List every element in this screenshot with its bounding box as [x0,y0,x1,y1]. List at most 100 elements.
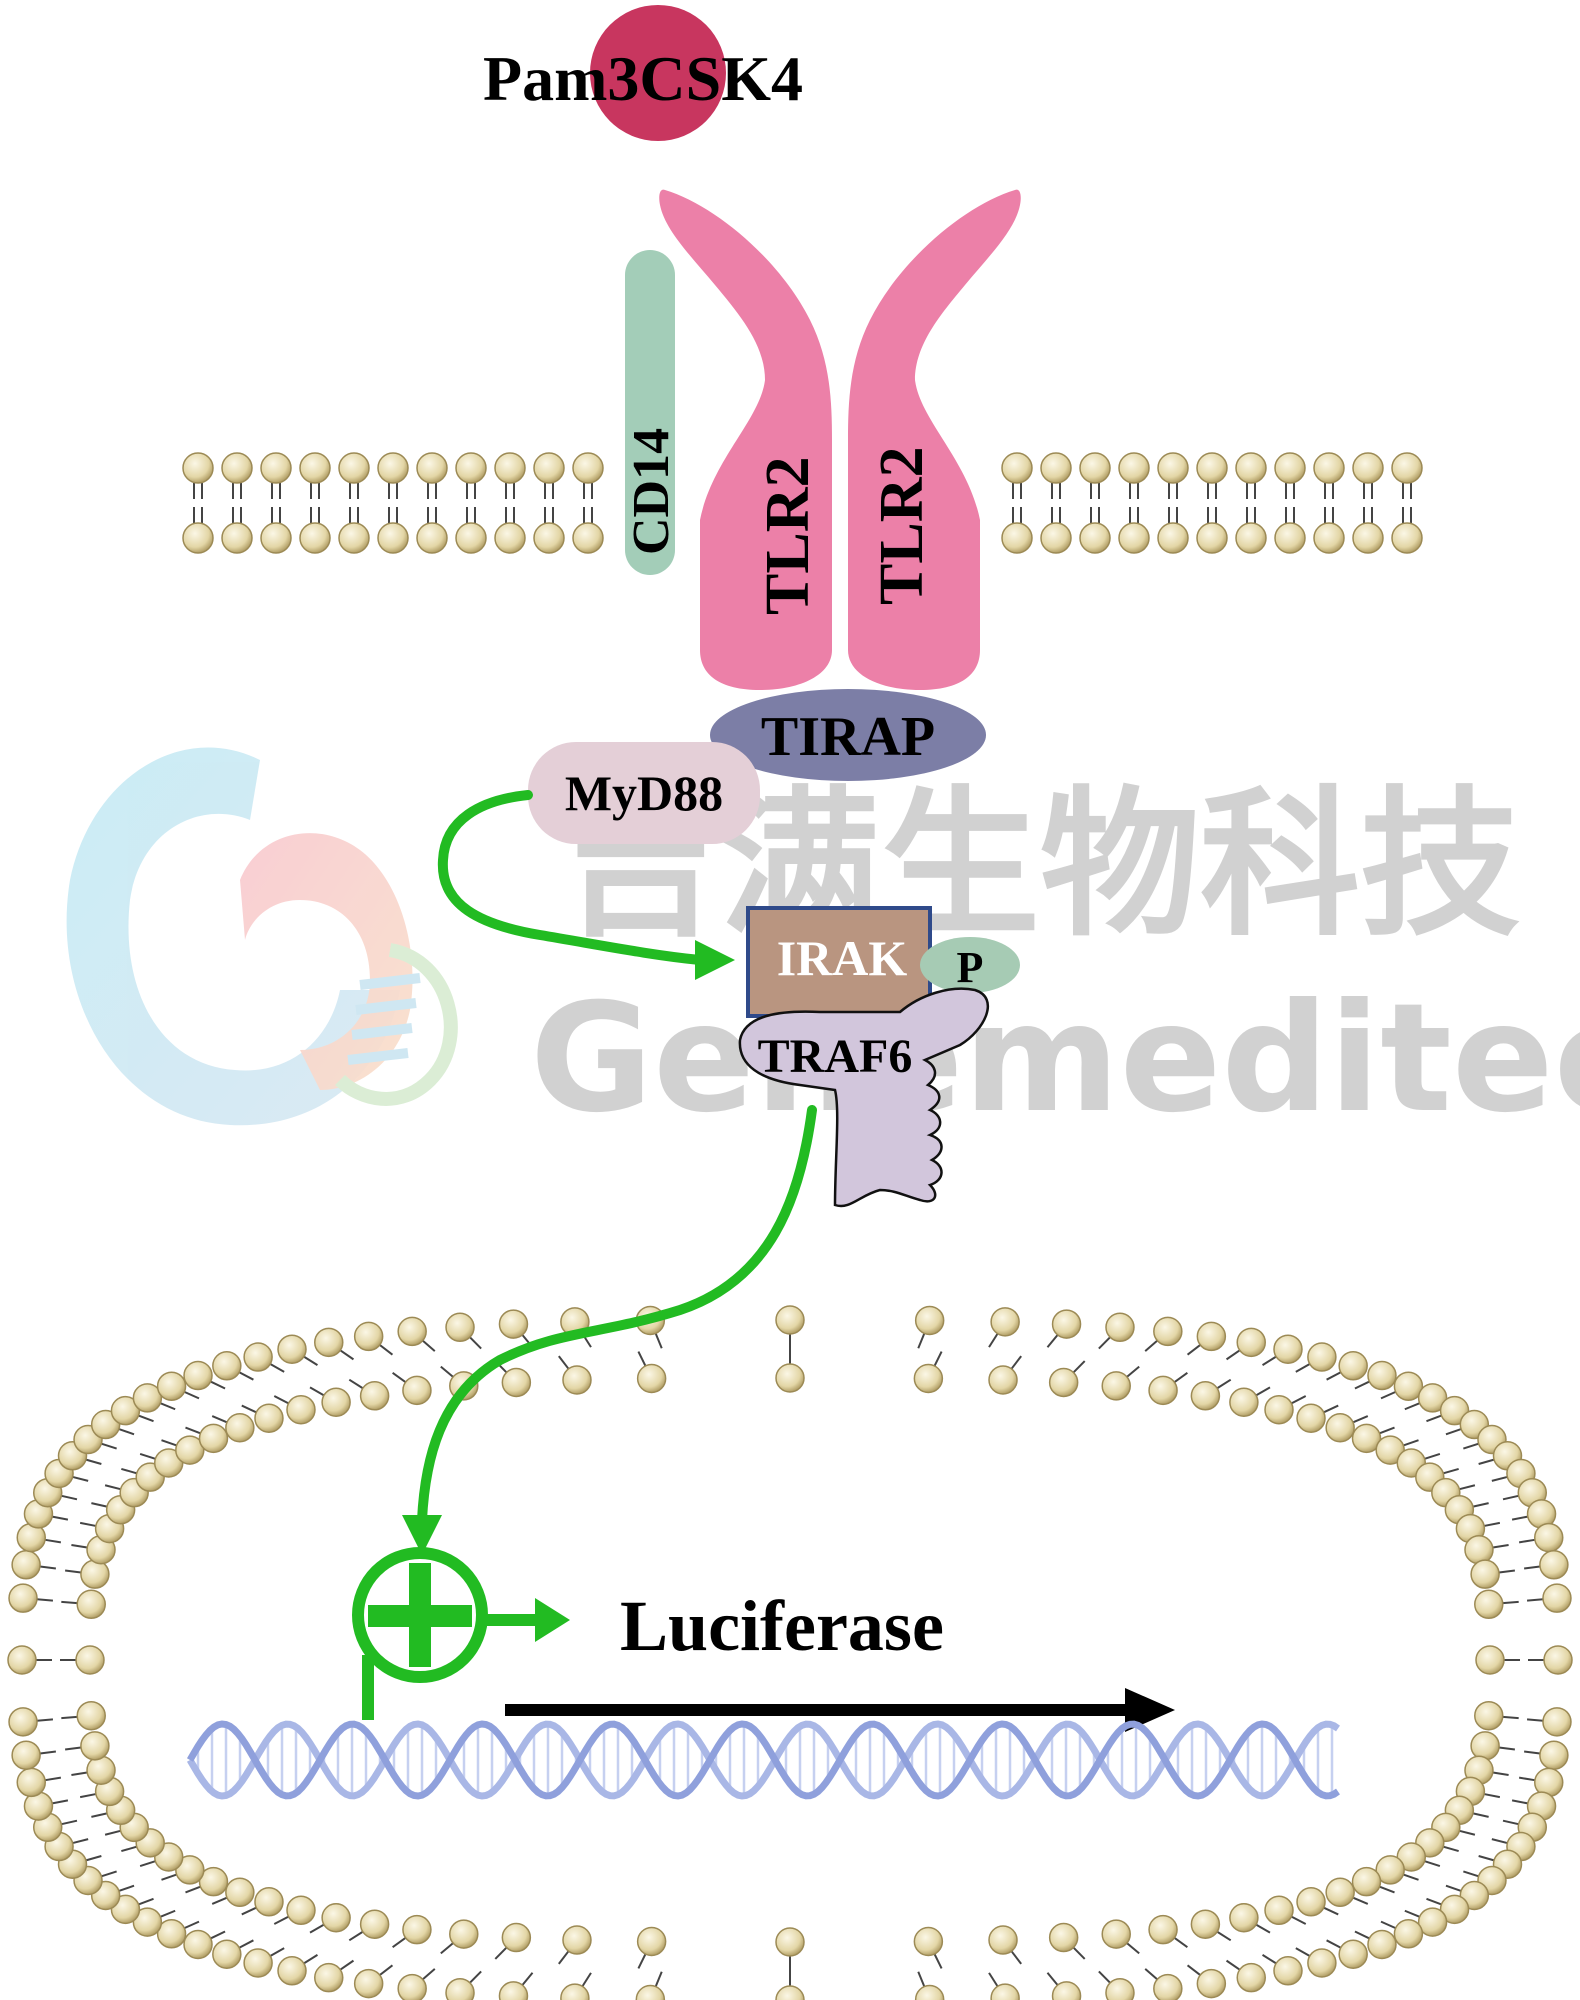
lipid-tail [1291,1395,1307,1405]
lipid-head [988,1925,1018,1955]
lipid-head [16,1767,47,1798]
lipid-tail [1424,1860,1441,1868]
lipid-tail [79,1793,97,1799]
lipid-tail [1352,1896,1369,1905]
cd14-receptor [625,250,675,575]
lipid-tail [309,1386,325,1397]
lipid-tail [44,1538,62,1544]
lipid-head [1313,522,1345,554]
lipid-tail [273,1395,289,1405]
lipid-tail [139,1860,156,1868]
lipid-tail [1404,1909,1421,1918]
lipid-head [314,1962,344,1993]
lipid-head [156,1919,187,1949]
lipid-tail [1483,1793,1501,1799]
lipid-tail [211,1415,228,1424]
lipid-tail [1518,1538,1536,1544]
lipid-tail [1424,1452,1441,1460]
lipid-tail [988,1333,999,1348]
lipid-head [1352,522,1384,554]
lipid-tail [1483,1521,1501,1527]
lipid-head [913,1363,944,1394]
lipid-head [86,1755,116,1785]
lipid-head [198,1866,229,1897]
lipid-head [8,1707,38,1737]
lipid-head [1296,1887,1326,1917]
lipid-head [533,522,565,554]
lipid-tail [1380,1920,1397,1930]
lipid-tail [101,1870,117,1878]
dna-helix [186,1720,1340,1800]
lipid-head [636,1363,667,1394]
lipid-head [1393,1919,1424,1949]
lipid-head [1229,1903,1259,1933]
promoter-right-arrow-icon [484,1598,570,1642]
lipid-head [299,522,331,554]
lipid-tail [1225,1349,1241,1361]
lipid-tail [917,1971,926,1987]
lipid-head [7,1645,37,1675]
phosphorylation-badge [920,937,1020,993]
lipid-tail [1502,1494,1519,1501]
irak-label: IRAK [777,930,908,986]
myd88-arrowhead-icon [695,940,735,980]
lipid-head [132,1907,163,1937]
lipid-head [225,1412,255,1443]
lipid-tail [161,1873,177,1881]
lipid-tail [1072,1360,1086,1374]
lipid-tail [1295,1947,1311,1957]
tlr2-label-right: TLR2 [868,447,936,605]
lipid-tail [1098,1970,1111,1984]
lipid-tail [1098,1336,1111,1350]
lipid-head [80,1559,110,1589]
lipid-head [1001,522,1033,554]
pam3csk4-label: Pam3CSK4 [483,43,803,114]
traf6-protein [738,987,989,1208]
lipid-tail [1186,1344,1201,1356]
lipid-tail [494,1946,508,1960]
lipid-head [501,1922,532,1953]
lipid-head [913,1926,944,1957]
lipid-head [212,1351,242,1381]
lipid-head [277,1334,307,1364]
lipid-tail [1502,1715,1519,1720]
lipid-head [775,1927,805,1957]
lipid-head [1101,1371,1131,1401]
lipid-tail [1498,1746,1515,1751]
lipid-head [1352,452,1384,484]
plus-circle-icon [352,1547,488,1683]
lipid-tail [52,1799,69,1805]
lipid-tail [637,1953,647,1969]
lipid-tail [1323,1404,1339,1414]
lipid-tail [339,1349,355,1361]
lipid-head [1079,522,1111,554]
lipid-head [636,1926,667,1957]
lipid-head [533,452,565,484]
lipid-tail [392,1371,407,1383]
lipid-tail [1216,1930,1232,1942]
lipid-tail [159,1909,176,1918]
tirap-adaptor [710,689,986,781]
lipid-tail [210,1380,226,1390]
lipid-head [1274,522,1306,554]
lipid-head [1543,1645,1573,1675]
lipid-tail [159,1402,176,1411]
lipid-tail [637,1351,647,1367]
lipid-head [455,452,487,484]
lipid-tail [1472,1502,1489,1508]
lipid-head [1307,1948,1337,1978]
lipid-head [1148,1375,1178,1406]
traf6-label: TRAF6 [758,1030,913,1083]
lipid-head [80,1731,110,1761]
lipid-tail [1445,1884,1462,1892]
watermark-english-text: Genemeditech [530,972,1580,1146]
lipid-head [75,1645,105,1675]
lipid-tail [61,1600,78,1605]
lipid-tail [654,1333,663,1349]
lipid-tail [36,1718,54,1722]
lipid-head [1229,1387,1259,1417]
lipid-head [1273,1334,1303,1364]
lipid-head [1079,452,1111,484]
lipid-tail [1046,1972,1059,1986]
lipid-head [286,1895,316,1926]
